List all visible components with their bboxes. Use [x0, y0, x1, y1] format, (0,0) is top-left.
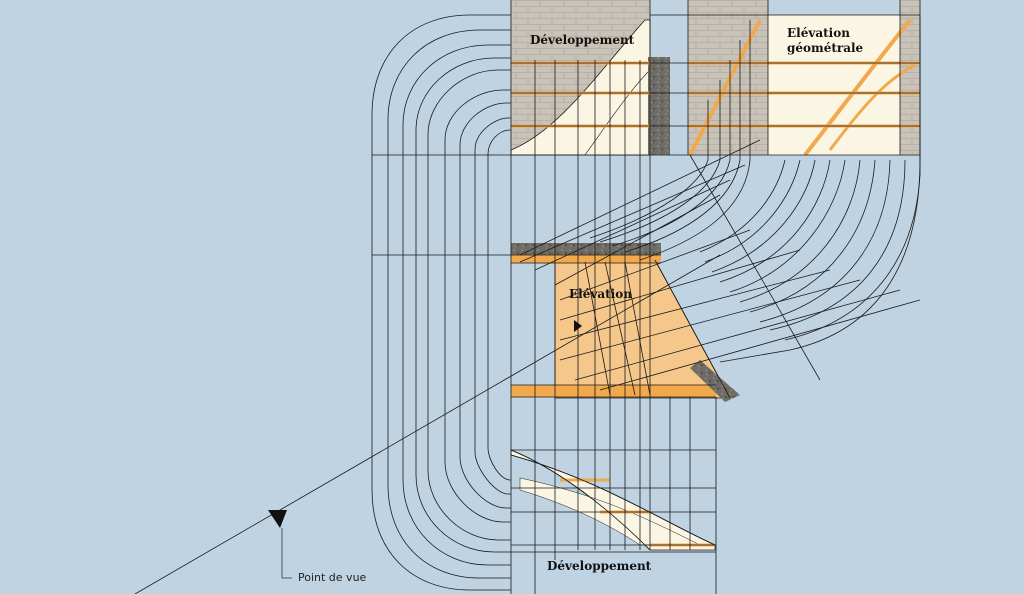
tread-bottom	[511, 385, 716, 397]
stone-column	[648, 57, 670, 155]
geometral-panel-surface	[768, 15, 900, 155]
viewpoint-label: Point de vue	[298, 571, 367, 584]
development-bottom-label: Développement	[547, 559, 652, 573]
viewpoint-marker[interactable]: Point de vue	[268, 510, 367, 584]
development-top-label: Développement	[530, 33, 635, 47]
geometral-elevation-panel	[688, 0, 920, 157]
tread-top	[511, 255, 661, 263]
geometral-elevation-label-line1: Elévation	[787, 26, 850, 40]
viewpoint-icon[interactable]	[268, 510, 287, 528]
viewpoint-leader	[281, 528, 292, 579]
brick-wall-right	[900, 0, 920, 155]
elevation-label: Elévation	[569, 287, 632, 301]
elevation-panel	[511, 243, 740, 402]
geometral-elevation-label-line2: géométrale	[787, 41, 864, 55]
stone-lintel	[511, 243, 661, 255]
construction-lines	[134, 0, 921, 594]
